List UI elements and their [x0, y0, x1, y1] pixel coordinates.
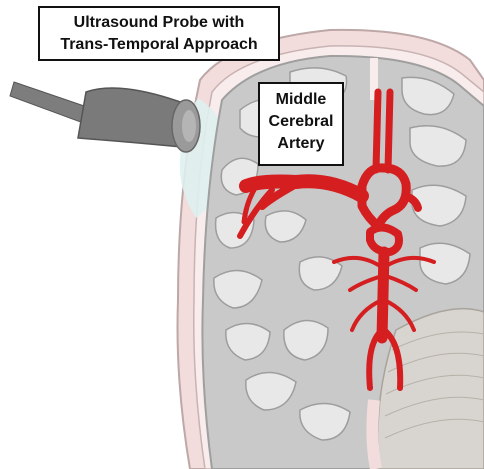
artery-label: Middle Cerebral Artery	[258, 82, 344, 166]
probe-label-line-2: Trans-Temporal Approach	[40, 34, 278, 56]
artery-label-line-2: Cerebral	[260, 111, 342, 133]
ultrasound-probe-icon	[10, 82, 200, 152]
artery-label-line-1: Middle	[260, 89, 342, 111]
probe-label: Ultrasound Probe with Trans-Temporal App…	[38, 6, 280, 61]
artery-label-line-3: Artery	[260, 133, 342, 155]
probe-label-line-1: Ultrasound Probe with	[40, 12, 278, 34]
